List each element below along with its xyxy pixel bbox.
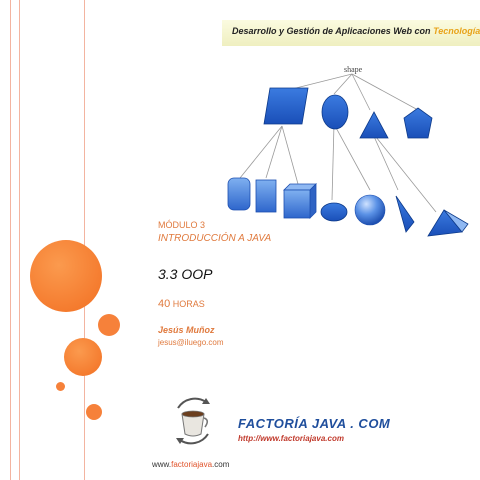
decor-line [84,0,85,480]
hours-value: 40 [158,298,171,310]
rounded-rectangle-shape [227,177,251,211]
diagram-root-label: shape [344,65,363,74]
header-title-prefix: Desarrollo y Gestión de Aplicaciones Web… [232,26,431,36]
cube-shape [283,183,317,219]
author-email: jesus@iluego.com [158,338,224,347]
footer-url-link[interactable]: www.factoriajava.com [152,460,229,469]
connector-lines [239,73,437,213]
hours-unit: HORAS [172,299,205,309]
decor-circle-large [30,240,102,312]
decor-line [19,0,20,480]
topic-title: 3.3 OOP [158,266,213,282]
cone-shape [395,195,415,233]
decor-circle [56,382,65,391]
coffee-cup-logo-icon [176,397,210,445]
rectangle-shape [255,179,277,213]
footer-url-suffix: .com [212,460,230,469]
decor-line [10,0,11,480]
sphere-shape [354,194,386,226]
pentagon-shape [403,107,433,139]
brand-url-link[interactable]: http://www.factoriajava.com [238,434,344,443]
ellipse-shape [321,94,349,130]
hours-label: 40 HORAS [158,298,205,310]
decor-circle [86,404,102,420]
decor-circle [98,314,120,336]
triangle-shape [359,111,389,139]
header-banner [222,20,480,46]
module-label: MÓDULO 3 [158,220,206,230]
section-title: INTRODUCCIÓN A JAVA [158,233,272,244]
shape-hierarchy-diagram: shape [227,65,469,237]
footer-url-prefix: www. [152,460,172,469]
header-title-highlight: Tecnología Java [433,26,480,36]
brand-name: FACTORÍA JAVA . COM [238,416,391,431]
parallelogram-shape [263,87,309,125]
oval-shape [320,202,348,222]
decor-circle [64,338,102,376]
header-title: Desarrollo y Gestión de Aplicaciones Web… [232,26,480,36]
pyramid-shape [427,209,469,237]
author-name: Jesús Muñoz [158,325,215,335]
footer-url-highlight: factoriajava [171,460,213,469]
